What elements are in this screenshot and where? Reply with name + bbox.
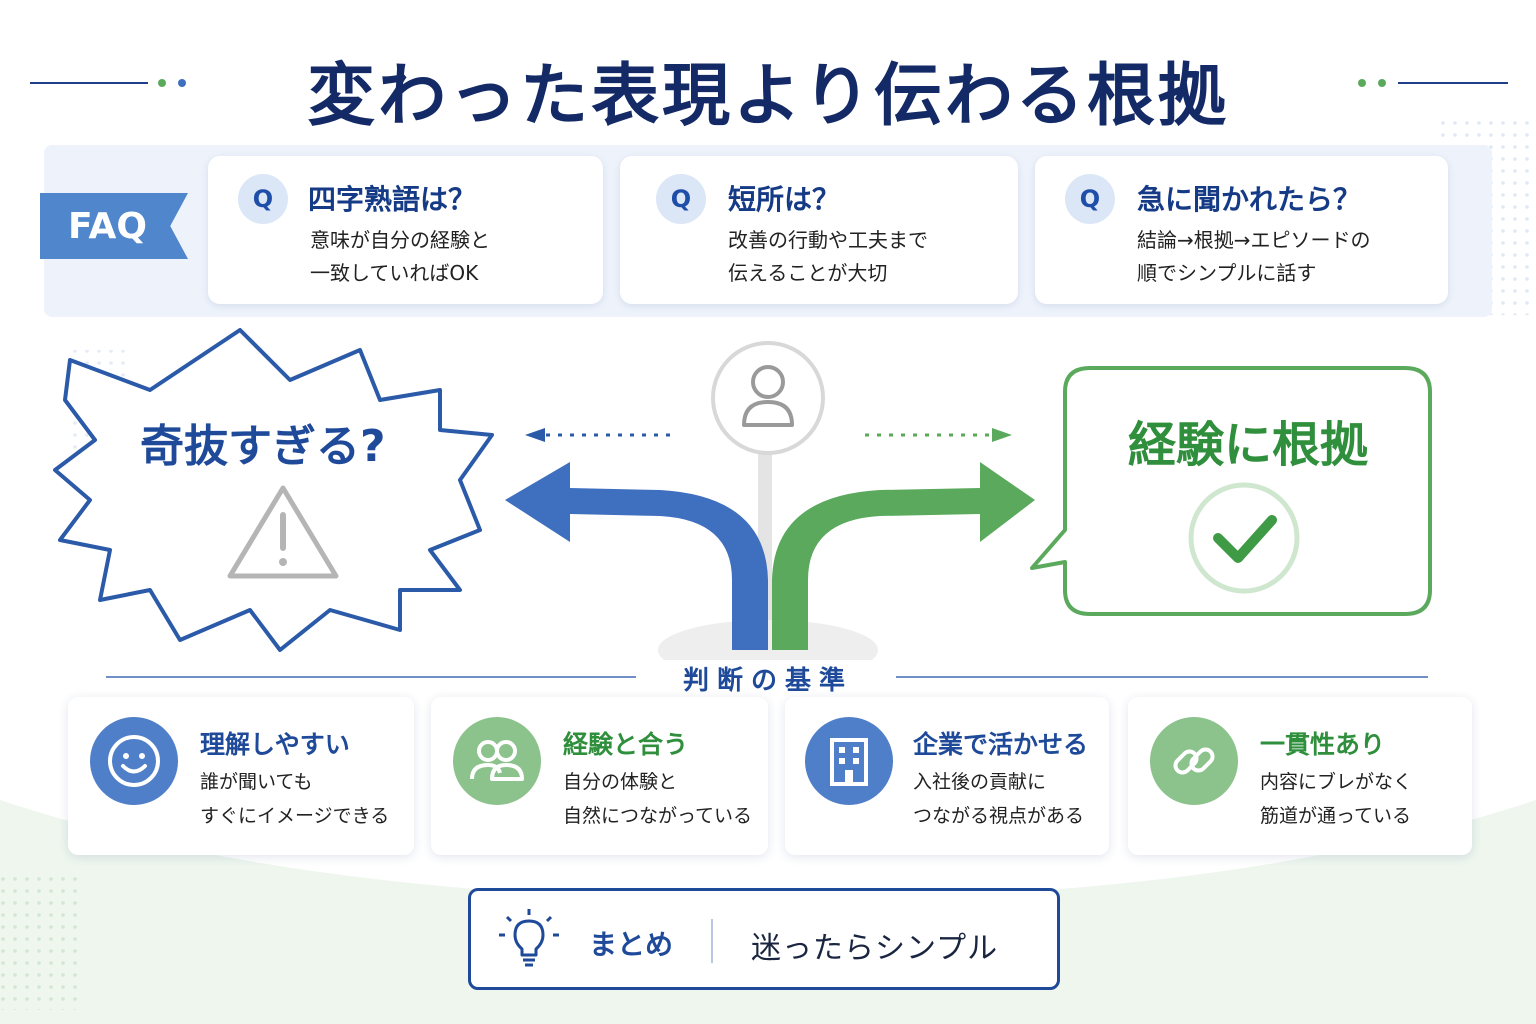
lightbulb-icon (499, 909, 559, 967)
burst-shape (53, 328, 494, 652)
criteria-rule-left (106, 676, 636, 678)
link-icon (1150, 717, 1238, 805)
faq-question: 四字熟語は？ (308, 183, 477, 216)
green-path-arrow (772, 462, 1035, 650)
smile-icon (90, 717, 178, 805)
criteria-rule-right (896, 676, 1428, 678)
decision-diagram (53, 328, 1432, 660)
checkmark-icon (1188, 482, 1300, 594)
summary-text: 迷ったらシンプル (751, 931, 999, 966)
q-badge: Q (656, 174, 706, 224)
criteria-item-desc: 入社後の貢献に つながる視点がある (913, 771, 1085, 827)
criteria-card: 一貫性あり 内容にブレがなく 筋道が通っている (1128, 697, 1472, 855)
faq-answer: 意味が自分の経験と 一致していればOK (310, 228, 490, 285)
title-dot (1358, 79, 1366, 87)
criteria-item-title: 経験と合う (563, 730, 689, 759)
title-rule-right (1398, 82, 1508, 84)
faq-answer: 結論→根拠→エピソードの 順でシンプルに話す (1137, 228, 1371, 285)
dashed-arrow-right (865, 428, 1012, 442)
burst-label: 奇抜すぎる? (140, 421, 386, 472)
criteria-item-title: 理解しやすい (200, 730, 350, 759)
warning-icon (227, 485, 339, 579)
people-icon (453, 717, 541, 805)
dashed-arrow-left (525, 428, 670, 442)
summary-label: まとめ (589, 928, 674, 961)
criteria-item-desc: 内容にブレがなく 筋道が通っている (1260, 771, 1413, 827)
title-dot (158, 79, 166, 87)
summary-divider (711, 919, 713, 963)
criteria-item-desc: 自分の体験と 自然につながっている (563, 771, 753, 827)
faq-card: Q 短所は？ 改善の行動や工夫まで 伝えることが大切 (620, 156, 1018, 304)
faq-ribbon: FAQ (40, 193, 188, 259)
title-dot (178, 79, 186, 87)
faq-answer: 改善の行動や工夫まで 伝えることが大切 (728, 228, 928, 285)
summary-box: まとめ 迷ったらシンプル (468, 888, 1060, 990)
bubble-label: 経験に根拠 (1127, 417, 1368, 473)
building-icon (805, 717, 893, 805)
criteria-item-desc: 誰が聞いても すぐにイメージできる (200, 771, 390, 827)
faq-question: 短所は？ (728, 183, 841, 216)
title-dot (1378, 79, 1386, 87)
criteria-card: 経験と合う 自分の体験と 自然につながっている (431, 697, 768, 855)
blue-path-arrow (505, 462, 768, 650)
criteria-card: 理解しやすい 誰が聞いても すぐにイメージできる (68, 697, 414, 855)
title-rule-left (30, 82, 148, 84)
q-badge: Q (238, 174, 288, 224)
faq-question: 急に聞かれたら？ (1137, 183, 1362, 216)
person-icon (711, 341, 825, 455)
page-title: 変わった表現より伝わる根拠 (307, 57, 1229, 136)
criteria-title: 判断の基準 (682, 666, 853, 696)
faq-card: Q 四字熟語は？ 意味が自分の経験と 一致していればOK (208, 156, 603, 304)
criteria-item-title: 一貫性あり (1260, 730, 1386, 759)
q-badge: Q (1065, 174, 1115, 224)
faq-card: Q 急に聞かれたら？ 結論→根拠→エピソードの 順でシンプルに話す (1035, 156, 1448, 304)
criteria-item-title: 企業で活かせる (913, 730, 1089, 759)
criteria-card: 企業で活かせる 入社後の貢献に つながる視点がある (785, 697, 1109, 855)
